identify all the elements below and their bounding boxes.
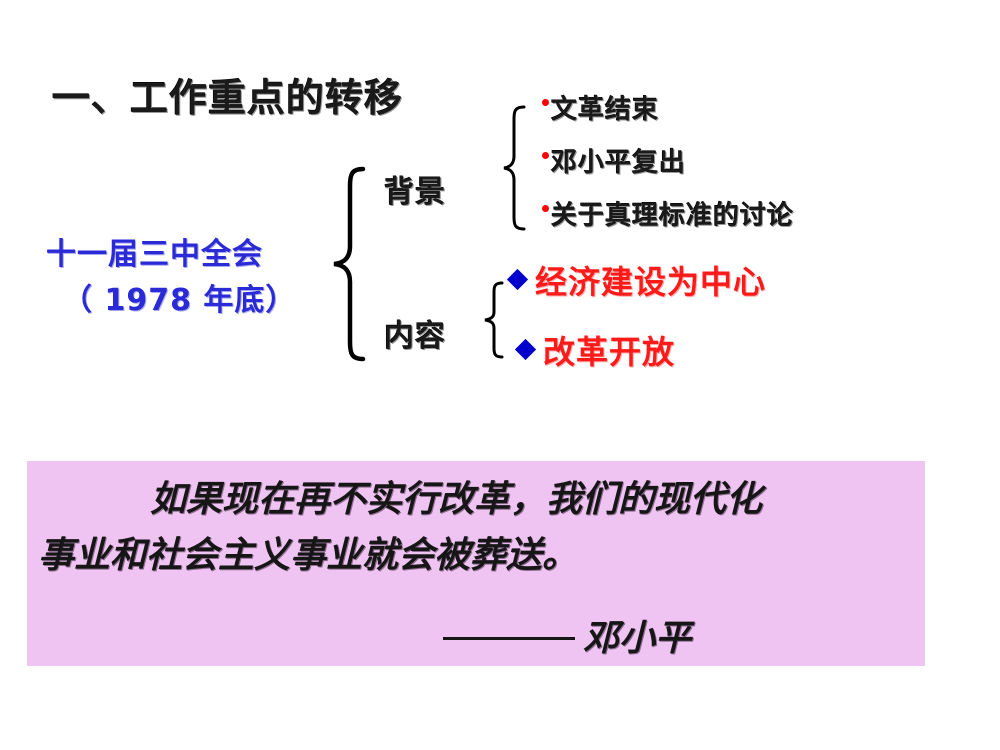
meeting-date: （ 1978 年底） [62,283,297,318]
branch-label-content: 内容 [384,319,446,354]
background-item: 文革结束 [542,93,659,127]
background-item-text: 关于真理标准的讨论 [551,201,795,231]
content-brace-icon [484,281,504,359]
background-item-text: 文革结束 [551,95,660,125]
background-item-text: 邓小平复出 [551,148,687,178]
content-item: 改革开放 [514,332,675,372]
bullet-dot-icon [542,99,549,106]
content-item: 经济建设为中心 [506,262,766,302]
quote-box [27,461,925,666]
em-dash-line [443,636,575,640]
branch-label-background: 背景 [384,175,446,210]
main-brace-icon [333,166,366,362]
meeting-name: 十一届三中全会 [46,237,263,272]
quote-author: 邓小平 [583,618,692,659]
background-brace-icon [503,105,526,231]
background-item: 关于真理标准的讨论 [542,199,794,233]
quote-line-1: 如果现在再不实行改革，我们的现代化 [150,479,763,520]
content-item-text: 经济建设为中心 [535,263,767,301]
bullet-dot-icon [542,205,549,212]
quote-line-2: 事业和社会主义事业就会被葬送。 [38,535,579,576]
background-item: 邓小平复出 [542,146,686,180]
content-item-text: 改革开放 [543,333,676,371]
slide-title: 一、工作重点的转移 [52,76,404,120]
diamond-bullet-icon [514,338,537,361]
quote-attribution: 邓小平 [443,617,691,661]
bullet-dot-icon [542,152,549,159]
diamond-bullet-icon [506,268,529,291]
